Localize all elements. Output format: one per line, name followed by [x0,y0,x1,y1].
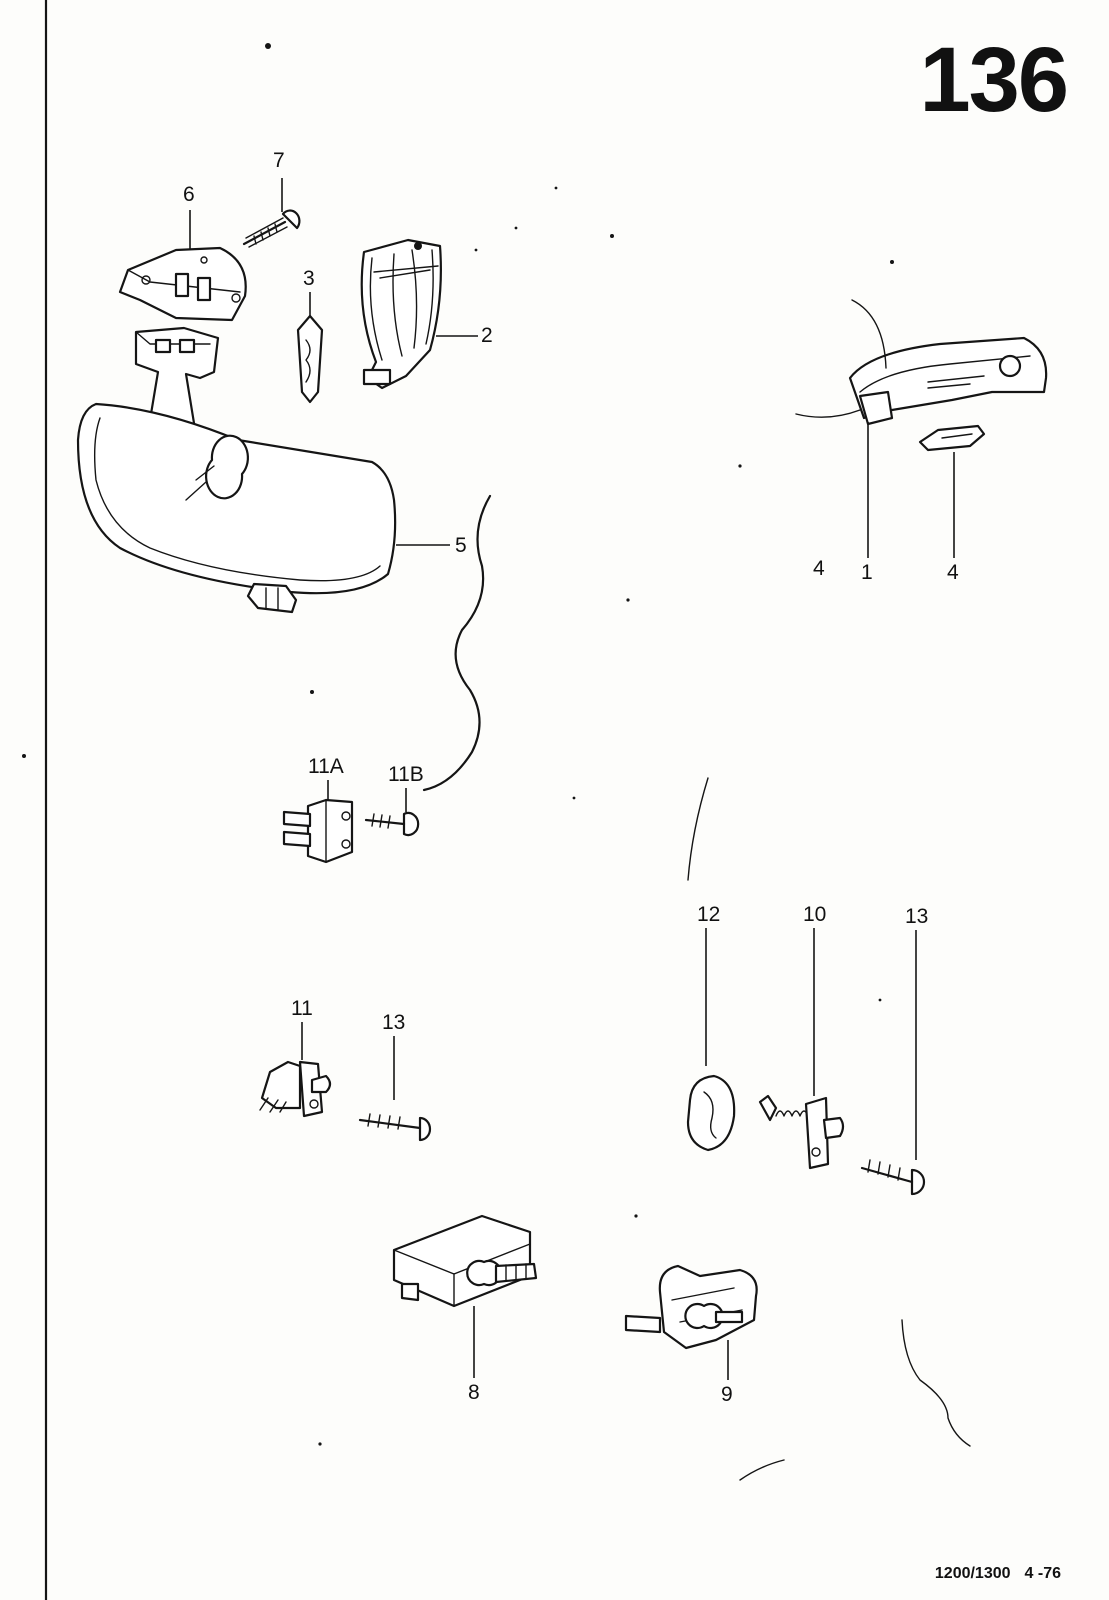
callout-11b: 11B [388,763,424,786]
footer-date: 4 -76 [1024,1565,1061,1582]
callout-4-handwritten: 4 [813,557,825,580]
scan-specks [22,43,894,1446]
part-4-bulb [918,424,986,452]
callout-2: 2 [481,324,493,347]
callout-5: 5 [455,534,467,557]
part-11-contact-switch [259,1060,332,1118]
part-11a-connector [282,798,354,864]
callout-13-right: 13 [905,905,929,928]
part-3-bulb [296,314,324,404]
stray-scan-line-2 [901,1319,971,1447]
part-7-screw [242,209,301,248]
stray-scan-line-1 [687,777,709,881]
callout-7: 7 [273,149,285,172]
callout-1: 1 [861,561,873,584]
part-10-contact-switch [758,1094,845,1170]
callout-11a: 11A [308,755,344,778]
footer-model-date: 1200/1300 4 -76 [935,1565,1061,1583]
part-5-interior-mirror [76,326,397,614]
page-number: 136 [919,29,1069,131]
part-8-switch [392,1214,538,1308]
callout-8: 8 [468,1381,480,1404]
part-1-dome-lamp [795,299,1048,426]
part-13-screw-left [358,1113,432,1142]
stray-scan-line-3 [739,1459,785,1481]
mirror-wire [422,494,492,792]
part-13-screw-right [860,1159,926,1196]
part-6-mount-plate [118,246,247,322]
part-9-rotary-switch [624,1264,758,1350]
callout-11: 11 [291,997,313,1020]
callout-13-left: 13 [382,1011,406,1034]
part-12-rubber-cap [686,1074,736,1152]
footer-model: 1200/1300 [934,1565,1011,1582]
part-11b-screw [364,811,420,837]
callout-10: 10 [803,903,827,926]
part-2-lamp-housing [360,238,442,390]
callout-9: 9 [721,1383,733,1406]
callout-3: 3 [303,267,315,290]
callout-4: 4 [947,561,959,584]
callout-6: 6 [183,183,195,206]
callout-12: 12 [697,903,721,926]
